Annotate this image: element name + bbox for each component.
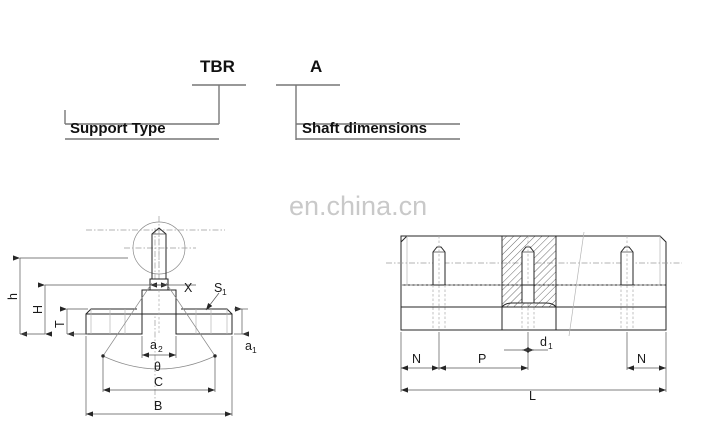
dim-a2: a 2 (141, 336, 177, 358)
rail-top-left-chamfer (400, 235, 408, 243)
bolt-hole-right (620, 236, 634, 330)
dim-a1: a 1 (234, 306, 257, 355)
dim-N-left: N (400, 332, 440, 371)
watermark-label: en.china.cn (289, 191, 427, 221)
dim-label-theta: θ (154, 360, 161, 374)
dim-label-T: T (53, 320, 67, 328)
dim-L: L (400, 370, 667, 403)
designation-header: TBR A Support Type Shaft dimensions (64, 57, 460, 140)
angle-vertex-left (101, 354, 105, 358)
angle-vertex-right (213, 354, 217, 358)
dim-label-S1: S (214, 281, 222, 295)
dim-label-a2-sub: 2 (158, 344, 163, 354)
shaft-dimensions-bracket (276, 84, 460, 140)
cross-section-view: X S 1 h H (6, 216, 257, 417)
dim-label-a1: a (245, 339, 252, 353)
dim-C: C (102, 358, 216, 393)
dim-d1: d 1 (504, 335, 553, 353)
dim-label-h: h (6, 293, 20, 300)
dim-P: P (439, 332, 529, 371)
dim-label-d1-sub: 1 (548, 341, 553, 351)
dim-N-right: N (626, 332, 667, 371)
support-type-label: Support Type (70, 120, 166, 137)
dim-label-S1-sub: 1 (222, 287, 227, 297)
dim-label-N-left: N (412, 352, 421, 366)
dim-S1: S 1 (205, 281, 227, 311)
dim-label-a2: a (150, 338, 157, 352)
dim-T: T (53, 306, 88, 337)
bolt-hole-left (432, 236, 446, 330)
base-plate-profile (85, 289, 233, 335)
dim-H: H (31, 282, 115, 337)
dim-label-C: C (154, 375, 163, 389)
angle-leg-left (102, 282, 153, 357)
dim-label-H: H (31, 305, 45, 314)
shaft-dimension-code: A (310, 57, 322, 76)
dim-label-N-right: N (637, 352, 646, 366)
dim-label-P: P (478, 352, 486, 366)
shaft-seat (149, 278, 169, 291)
support-type-code: TBR (200, 57, 235, 76)
section-block-base (501, 306, 557, 331)
bolt-hole-center (521, 236, 535, 330)
angle-arc (102, 355, 216, 370)
shaft-dimensions-label: Shaft dimensions (302, 120, 427, 137)
dim-label-L: L (529, 389, 536, 403)
dim-label-B: B (154, 399, 162, 413)
dim-label-X: X (184, 281, 193, 295)
angle-leg-right (165, 282, 216, 357)
break-line (568, 231, 585, 337)
dim-X: X (115, 281, 196, 295)
shaft-bolt (151, 227, 167, 280)
dim-label-a1-sub: 1 (252, 345, 257, 355)
dim-label-d1: d (540, 335, 547, 349)
support-type-bracket (64, 84, 246, 140)
dim-B: B (85, 336, 233, 417)
side-elevation-view: N P d 1 N (386, 231, 682, 403)
plate-left-chamfer (85, 308, 137, 315)
